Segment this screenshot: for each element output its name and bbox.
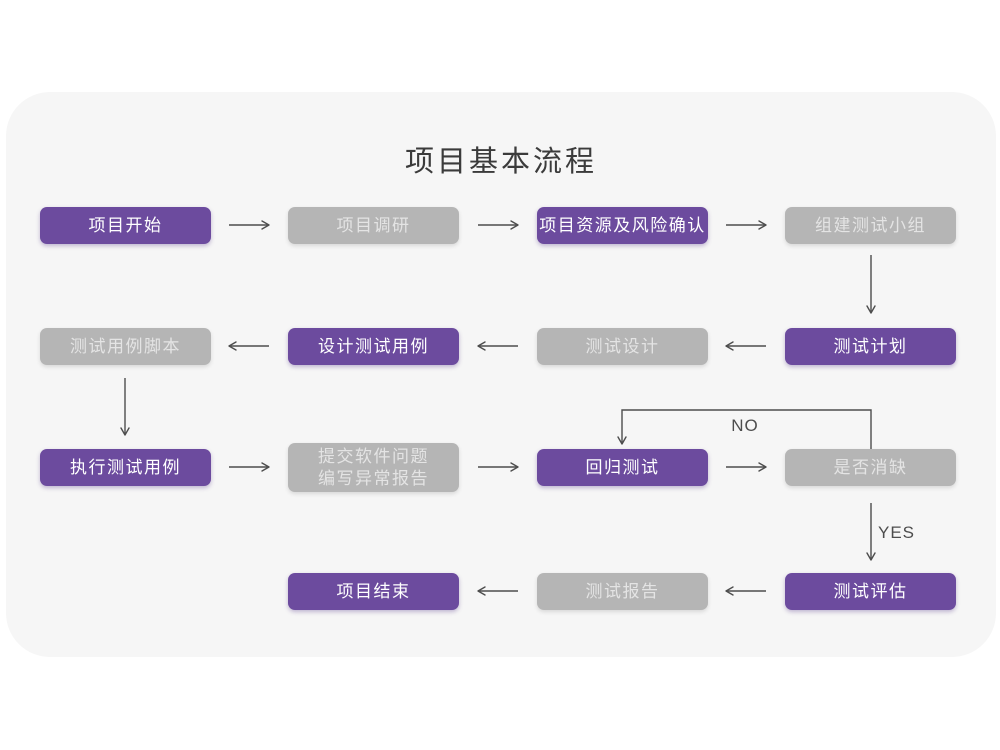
- node-test-plan: 测试计划: [785, 328, 956, 365]
- node-test-evaluation: 测试评估: [785, 573, 956, 610]
- node-project-start: 项目开始: [40, 207, 211, 244]
- node-test-case-script: 测试用例脚本: [40, 328, 211, 365]
- node-test-report: 测试报告: [537, 573, 708, 610]
- node-test-design: 测试设计: [537, 328, 708, 365]
- yes-branch-label: YES: [878, 523, 916, 542]
- node-defect-cleared-decision: 是否消缺: [785, 449, 956, 486]
- node-design-test-cases: 设计测试用例: [288, 328, 459, 365]
- flowchart-card: 项目基本流程: [6, 92, 996, 657]
- node-submit-issues-report: 提交软件问题 编写异常报告: [288, 443, 459, 492]
- page-title: 项目基本流程: [404, 146, 597, 178]
- node-project-research: 项目调研: [288, 207, 459, 244]
- node-execute-test-cases: 执行测试用例: [40, 449, 211, 486]
- node-project-end: 项目结束: [288, 573, 459, 610]
- no-branch-label: NO: [731, 416, 759, 435]
- node-regression-test: 回归测试: [537, 449, 708, 486]
- node-build-test-team: 组建测试小组: [785, 207, 956, 244]
- node-project-resources-risk: 项目资源及风险确认: [537, 207, 708, 244]
